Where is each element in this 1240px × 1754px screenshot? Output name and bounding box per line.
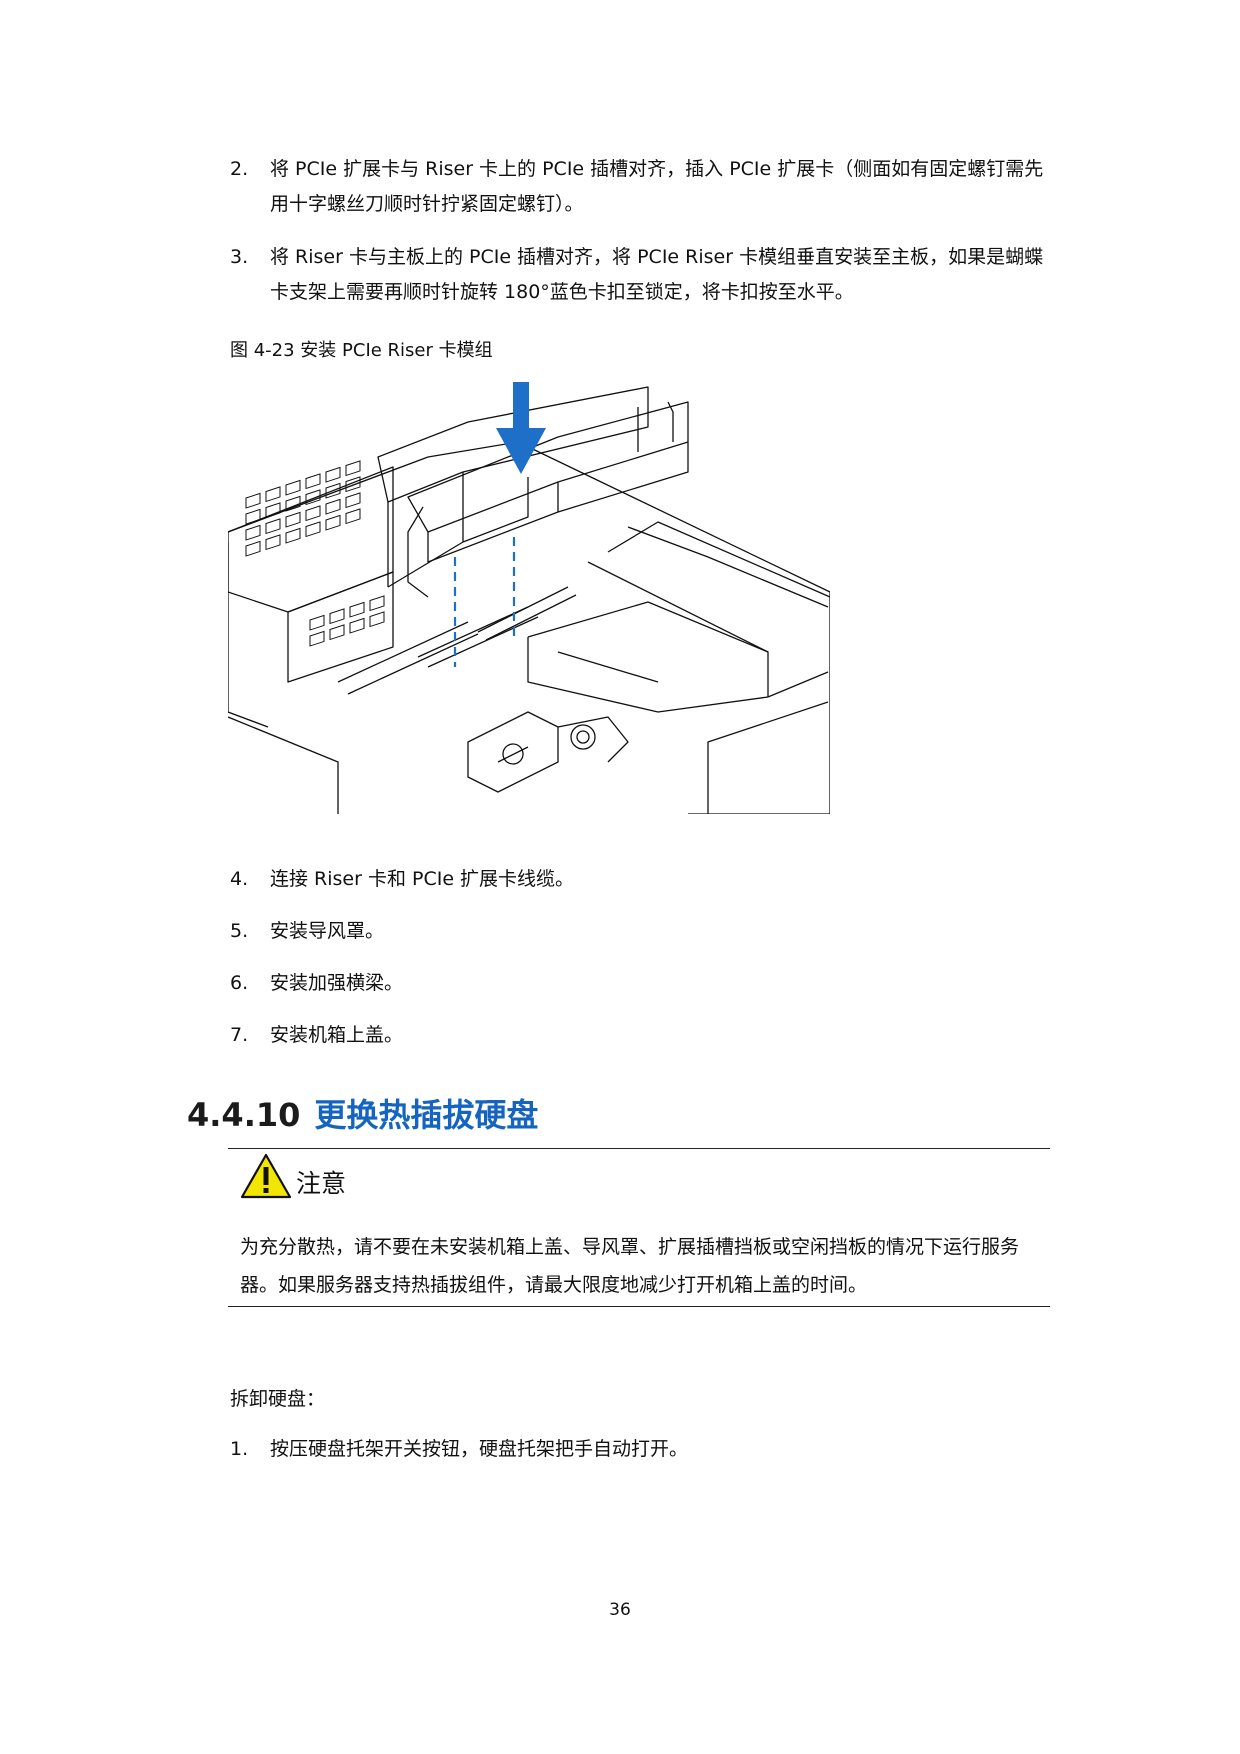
step-text: 安装机箱上盖。 [270, 1024, 404, 1046]
notice-bottom-rule [228, 1306, 1050, 1307]
step-6: 6. 安装加强横梁。 [230, 966, 1060, 1001]
step-text: 安装导风罩。 [270, 920, 385, 942]
step-text: 将 PCIe 扩展卡与 Riser 卡上的 PCIe 插槽对齐，插入 PCIe … [270, 158, 1044, 215]
figure-caption: 图 4-23 安装 PCIe Riser 卡模组 [230, 340, 493, 361]
step-number: 2. [230, 158, 249, 180]
step-number: 4. [230, 868, 249, 890]
step-text: 按压硬盘托架开关按钮，硬盘托架把手自动打开。 [270, 1438, 689, 1460]
step-7: 7. 安装机箱上盖。 [230, 1018, 1060, 1053]
step-number: 7. [230, 1024, 249, 1046]
step-number: 6. [230, 972, 249, 994]
page-number: 36 [609, 1600, 631, 1620]
step-text: 安装加强横梁。 [270, 972, 404, 994]
step-number: 5. [230, 920, 249, 942]
notice-label: 注意 [296, 1169, 347, 1198]
step-5: 5. 安装导风罩。 [230, 914, 1060, 949]
section-heading: 4.4.10 更换热插拔硬盘 [187, 1090, 538, 1136]
section-number: 4.4.10 [187, 1096, 301, 1134]
warning-triangle-icon [240, 1153, 292, 1199]
remove-intro: 拆卸硬盘： [230, 1388, 326, 1410]
step-3: 3. 将 Riser 卡与主板上的 PCIe 插槽对齐，将 PCIe Riser… [230, 240, 1060, 310]
notice-top-rule [228, 1148, 1050, 1149]
section-title-text: 更换热插拔硬盘 [314, 1096, 539, 1134]
down-arrow-icon [496, 382, 546, 474]
step-number: 1. [230, 1438, 249, 1460]
step-4: 4. 连接 Riser 卡和 PCIe 扩展卡线缆。 [230, 862, 1060, 897]
remove-step-1: 1. 按压硬盘托架开关按钮，硬盘托架把手自动打开。 [230, 1432, 1060, 1467]
step-2: 2. 将 PCIe 扩展卡与 Riser 卡上的 PCIe 插槽对齐，插入 PC… [230, 152, 1060, 222]
step-number: 3. [230, 246, 249, 268]
notice-text: 为充分散热，请不要在未安装机箱上盖、导风罩、扩展插槽挡板或空闲挡板的情况下运行服… [240, 1236, 1020, 1296]
riser-install-illustration [228, 382, 830, 814]
step-text: 连接 Riser 卡和 PCIe 扩展卡线缆。 [270, 868, 575, 890]
step-text: 将 Riser 卡与主板上的 PCIe 插槽对齐，将 PCIe Riser 卡模… [270, 246, 1044, 303]
